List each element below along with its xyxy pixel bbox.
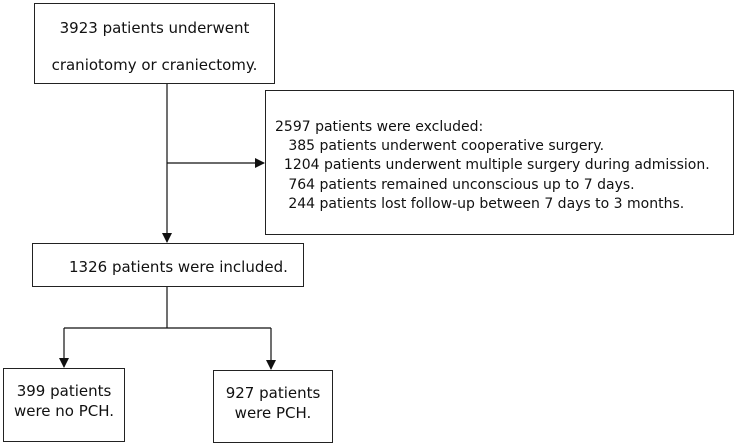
excluded-item: 244 patients lost follow-up between 7 da… <box>275 195 733 214</box>
pch-line2: were PCH. <box>234 404 312 423</box>
start-box-line1: 3923 patients underwent <box>59 19 250 37</box>
excluded-item-text: 1204 patients underwent multiple surgery… <box>283 157 710 174</box>
excluded-item: 385 patients underwent cooperative surge… <box>275 137 733 156</box>
start-box: 3923 patients underwent craniotomy or cr… <box>34 3 275 84</box>
excluded-item: 764 patients remained unconscious up to … <box>275 176 733 195</box>
pch-box: 927 patients were PCH. <box>213 370 333 443</box>
included-text: 1326 patients were included. <box>69 258 288 276</box>
excluded-item: 1204 patients underwent multiple surgery… <box>275 156 733 175</box>
no-pch-line1: 399 patients <box>16 382 112 400</box>
excluded-item-text: 244 patients lost follow-up between 7 da… <box>288 195 685 212</box>
excluded-item-text: 385 patients underwent cooperative surge… <box>288 138 605 155</box>
no-pch-line2: were no PCH. <box>13 402 115 421</box>
excluded-box: 2597 patients were excluded: 385 patient… <box>265 90 734 235</box>
excluded-heading: 2597 patients were excluded: <box>275 119 484 135</box>
start-box-line2: craniotomy or craniectomy. <box>51 56 258 75</box>
pch-line1: 927 patients <box>225 384 321 402</box>
excluded-item-text: 764 patients remained unconscious up to … <box>288 176 635 193</box>
no-pch-box: 399 patients were no PCH. <box>3 368 125 442</box>
included-box: 1326 patients were included. <box>32 243 304 287</box>
